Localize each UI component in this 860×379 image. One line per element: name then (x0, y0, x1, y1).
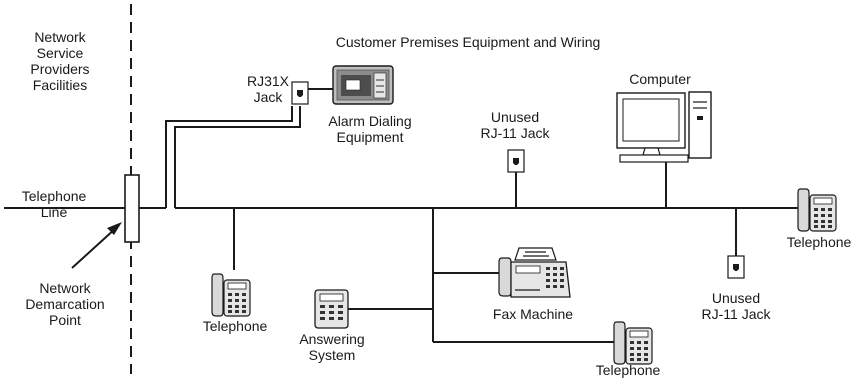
demarcation-box-icon (124, 174, 140, 243)
unused-jack-top-icon (507, 149, 525, 173)
answering-machine-icon (314, 289, 349, 329)
telephone-right-label: Telephone (786, 234, 852, 250)
diagram-title: Customer Premises Equipment and Wiring (335, 34, 601, 50)
demarcation-arrow (71, 222, 122, 269)
telephone-bottom-label: Telephone (595, 362, 661, 378)
telephone-bottom-icon (613, 321, 653, 365)
telephone-left-icon (211, 273, 251, 317)
fax-label: Fax Machine (492, 306, 574, 322)
desktop-computer-icon (616, 91, 712, 163)
telephone-right-icon (797, 188, 837, 232)
computer-label: Computer (629, 71, 691, 87)
alarm-dialer-icon (332, 65, 394, 105)
unused-jack-right-icon (727, 255, 745, 279)
fax-machine-icon (498, 247, 571, 298)
house-wiring (4, 88, 800, 343)
telephone-left-label: Telephone (202, 318, 268, 334)
